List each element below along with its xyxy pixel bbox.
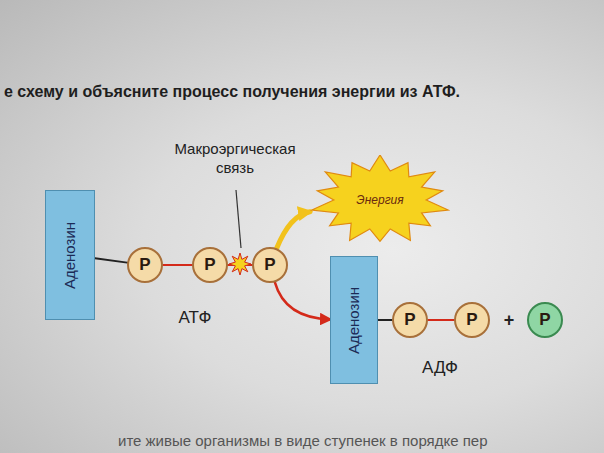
plus-sign: + — [504, 310, 515, 331]
adenosine-box: Аденозин — [330, 256, 378, 384]
phosphate-circle: P — [392, 302, 428, 338]
instruction-text: е схему и объясните процесс получения эн… — [4, 83, 460, 101]
bond-line — [95, 258, 127, 262]
bond-label: Макроэргическая связь — [160, 140, 310, 178]
phosphate-circle: P — [252, 247, 288, 283]
phosphate-symbol: P — [466, 310, 477, 330]
phosphate-circle: P — [527, 302, 563, 338]
phosphate-symbol: P — [139, 255, 150, 275]
reaction-arrow — [275, 282, 330, 319]
phosphate-circle: P — [127, 247, 163, 283]
bond-line — [378, 319, 392, 321]
molecule-name: АДФ — [422, 358, 458, 378]
bond-line — [428, 319, 454, 321]
molecule-part: Аденозин — [346, 286, 363, 353]
bond-line — [163, 264, 192, 266]
energy-text: Энергия — [356, 193, 403, 207]
phosphate-symbol: P — [264, 255, 275, 275]
phosphate-symbol: P — [404, 310, 415, 330]
page-text: ите живые организмы в виде ступенек в по… — [118, 432, 488, 449]
phosphate-symbol: P — [204, 255, 215, 275]
phosphate-symbol: P — [539, 310, 550, 330]
phosphate-circle: P — [454, 302, 490, 338]
bond-break — [229, 253, 251, 275]
adenosine-box: Аденозин — [45, 190, 95, 320]
leader-line — [236, 190, 241, 248]
energy-burst: Энергия — [310, 155, 450, 245]
phosphate-circle: P — [192, 247, 228, 283]
reaction-arrow — [277, 212, 310, 249]
molecule-part: Аденозин — [62, 221, 79, 288]
molecule-name: АТФ — [179, 308, 212, 328]
